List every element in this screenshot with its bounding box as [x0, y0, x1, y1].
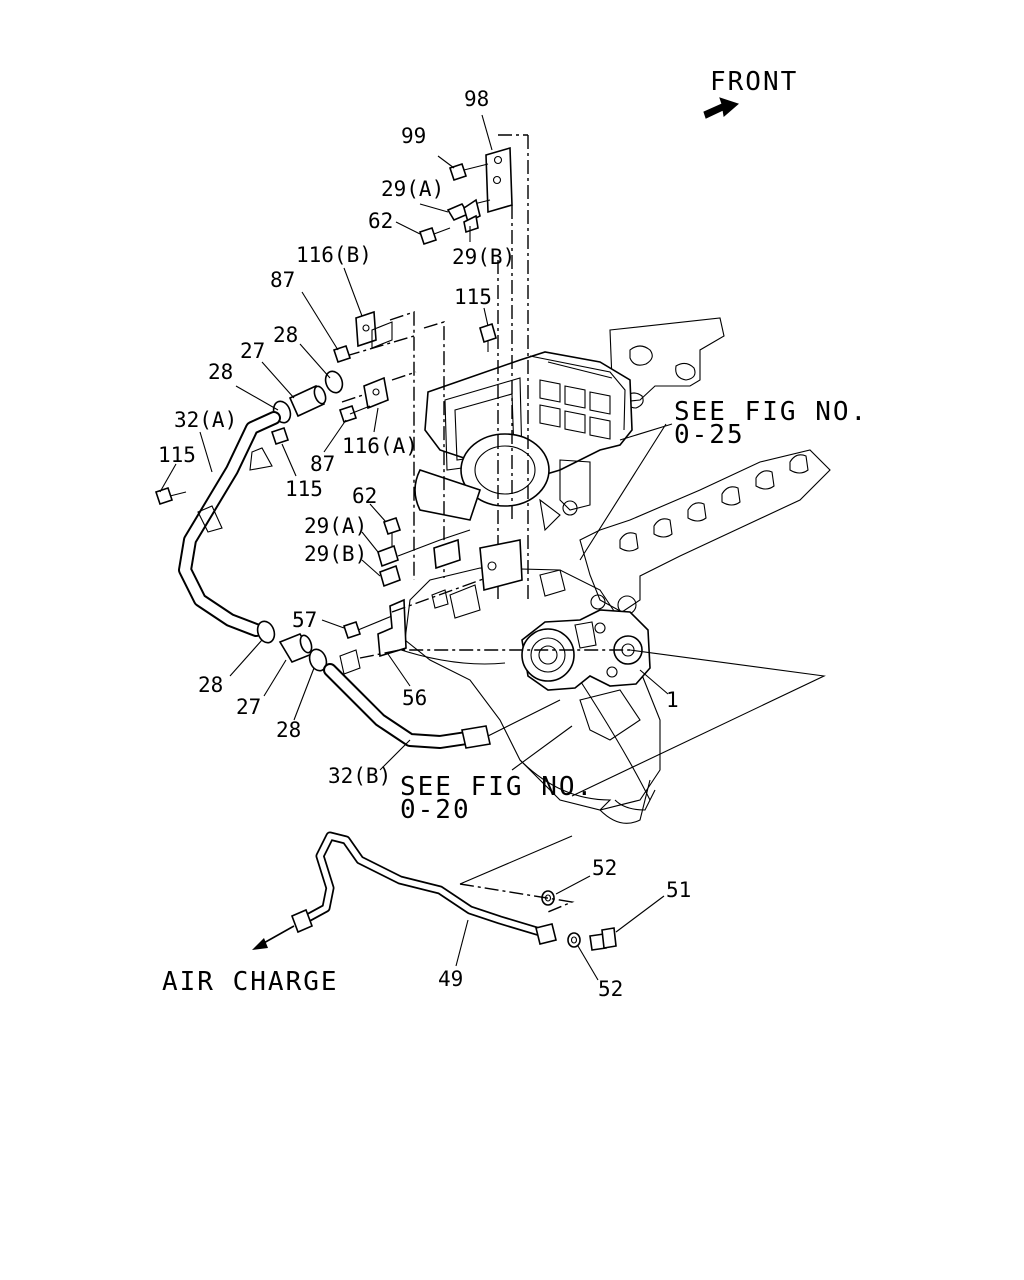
callout-49: 49: [438, 967, 463, 991]
center-line: [391, 577, 487, 613]
clip-29-upper: [446, 198, 481, 234]
air-charge-label: AIR CHARGE: [162, 967, 339, 997]
clamp-28-lower-left: [256, 620, 276, 644]
callout-28-upper-right: 28: [273, 323, 298, 347]
callout-29a-upper: 29(A): [381, 177, 444, 201]
callout-32b: 32(B): [328, 764, 391, 788]
bracket-lower: [433, 538, 461, 570]
bolt-115-a: [270, 426, 290, 446]
bracket-116a: [363, 376, 389, 410]
callout-52-lower: 52: [598, 977, 623, 1001]
hose-27-lower: [278, 633, 314, 663]
engine-background: [394, 317, 831, 824]
see-fig-lower-line2: 0-20: [400, 795, 471, 825]
callout-28-lower-left: 28: [198, 673, 223, 697]
front-label: FRONT: [710, 67, 798, 97]
center-line: [459, 883, 575, 913]
callout-32a: 32(A): [174, 408, 237, 432]
bolt-62-upper: [418, 226, 451, 246]
callout-29a-lower: 29(A): [304, 514, 367, 538]
bolt-57: [342, 615, 393, 640]
callout-98: 98: [464, 87, 489, 111]
center-line: [423, 321, 445, 578]
bolt-99: [448, 162, 489, 182]
center-line: [359, 649, 630, 659]
hose-32b: [323, 649, 491, 749]
callout-27-upper: 27: [240, 339, 265, 363]
see-fig-lower-line1: SEE FIG NO.: [400, 772, 594, 802]
callout-29b-lower: 29(B): [304, 542, 367, 566]
bolt-51: [589, 927, 617, 951]
leader-line: [487, 699, 561, 737]
callout-87-upper: 87: [270, 268, 295, 292]
pipe-49: [290, 831, 557, 945]
leader-line: [571, 649, 826, 797]
clip-29-lower: [377, 529, 471, 588]
bolt-62-lower: [382, 516, 402, 546]
callout-116b: 116(B): [296, 243, 372, 267]
callout-leaders: [159, 114, 669, 981]
center-line: [341, 393, 367, 403]
callout-116a: 116(A): [342, 434, 418, 458]
bracket-56: [377, 598, 407, 658]
callout-62-upper: 62: [368, 209, 393, 233]
callout-62-lower: 62: [352, 484, 377, 508]
bolt-87-lower: [338, 404, 371, 424]
leader-line: [511, 725, 573, 771]
bracket-center: [479, 539, 523, 592]
washer-52-lower: [567, 932, 581, 948]
callout-115-top: 115: [454, 285, 492, 309]
callout-52-upper: 52: [592, 856, 617, 880]
front-arrow-icon: [703, 97, 739, 119]
callout-99: 99: [401, 124, 426, 148]
clamp-28-lower-right: [308, 648, 328, 672]
callout-28-upper-left: 28: [208, 360, 233, 384]
air-charge-arrow-icon: [252, 925, 295, 950]
washer-52-upper: [541, 890, 555, 906]
callout-115-left: 115: [158, 443, 196, 467]
leader-line: [579, 423, 673, 561]
center-line: [345, 335, 415, 357]
hose-27-upper: [288, 384, 327, 418]
bolt-115-c: [479, 322, 497, 352]
callout-28-lower-right: 28: [276, 718, 301, 742]
center-line: [391, 371, 417, 381]
see-fig-upper-line1: SEE FIG NO.: [674, 397, 868, 427]
callout-57: 57: [292, 608, 317, 632]
center-line: [389, 311, 415, 580]
callout-1: 1: [666, 688, 679, 712]
hose-32a: [178, 411, 281, 637]
leader-line: [459, 835, 573, 885]
callout-115-mid: 115: [285, 477, 323, 501]
clamp-28-upper-right: [324, 370, 344, 394]
callout-87-lower: 87: [310, 452, 335, 476]
bracket-116b: [355, 310, 393, 349]
callout-56: 56: [402, 686, 427, 710]
callout-51: 51: [666, 878, 691, 902]
callout-29b-upper: 29(B): [452, 245, 515, 269]
see-fig-upper-line2: 0-25: [674, 420, 745, 450]
pump-assembly: [521, 609, 651, 691]
callout-27-lower: 27: [236, 695, 261, 719]
